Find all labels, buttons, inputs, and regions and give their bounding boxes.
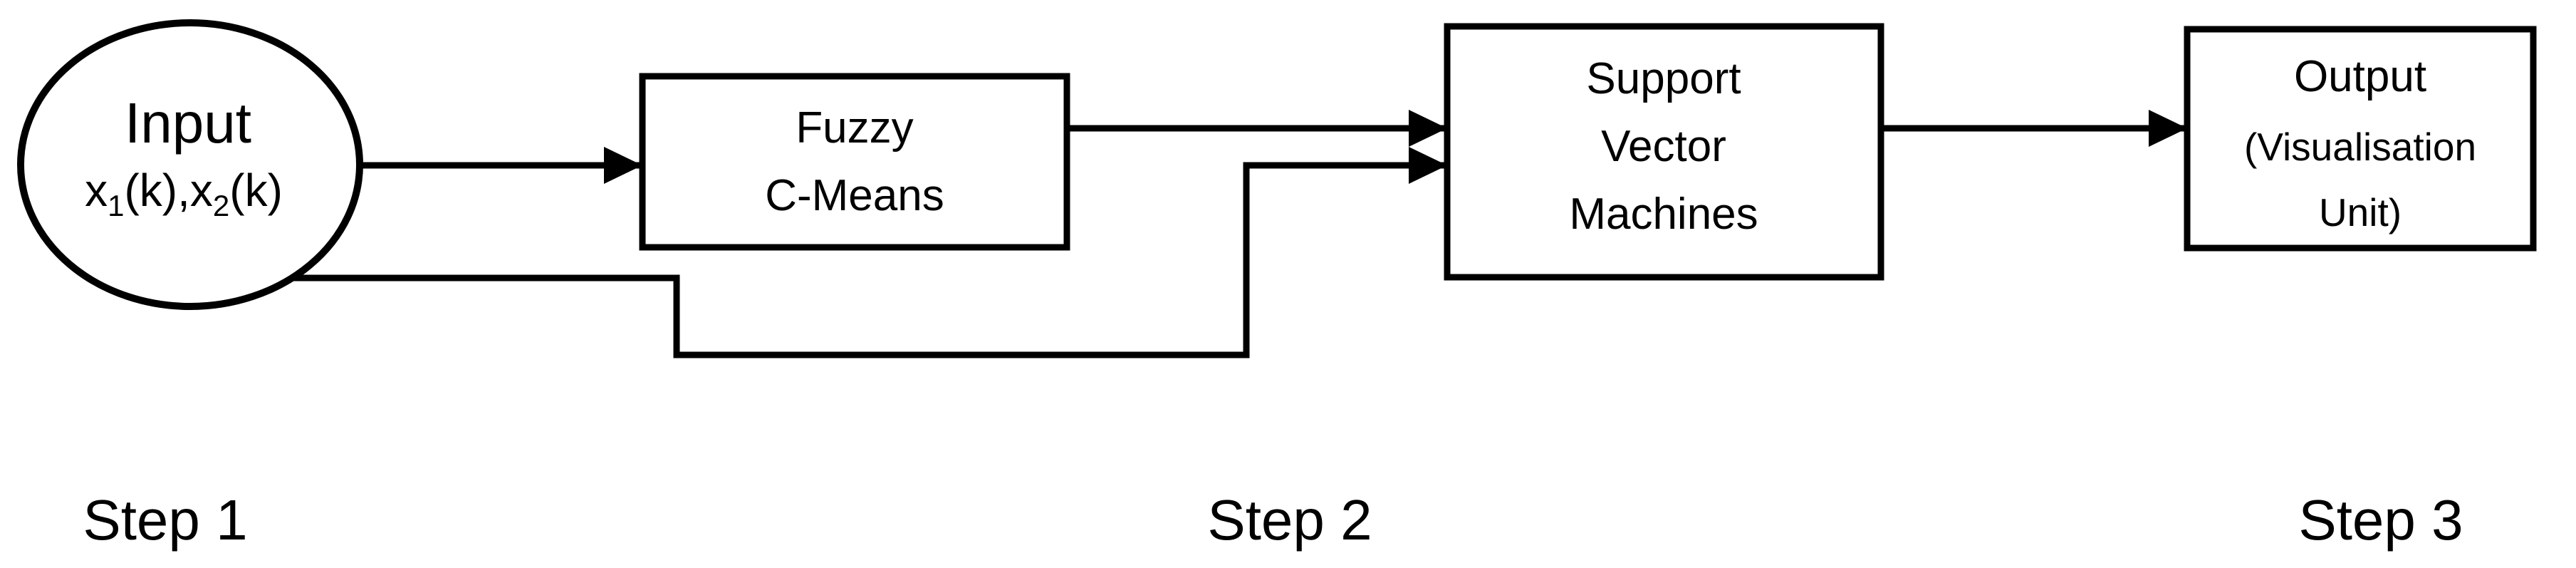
input-node-signal: x1(k),x2(k)	[85, 165, 283, 222]
signal-part: x	[85, 165, 108, 216]
signal-subscript: 1	[108, 189, 124, 222]
input-node-title: Input	[125, 91, 251, 155]
output-line-1: Output	[2294, 52, 2426, 101]
step-2-label: Step 2	[1207, 488, 1372, 552]
step-3-label: Step 3	[2298, 488, 2463, 552]
output-node	[2184, 26, 2537, 252]
input-node	[17, 19, 363, 310]
signal-part: (k),x	[124, 165, 212, 216]
svm-line-1: Support	[1586, 54, 1741, 103]
svm-line-2: Vector	[1601, 122, 1726, 171]
signal-part: (k)	[229, 165, 283, 216]
fuzzy-c-means-line-1: Fuzzy	[796, 103, 913, 153]
output-line-2: (Visualisation	[2244, 125, 2476, 169]
fuzzy-c-means-node	[639, 73, 1070, 251]
svm-line-3: Machines	[1569, 190, 1758, 239]
signal-subscript: 2	[213, 189, 229, 222]
edge-input-to-svm-elbow-arrow	[293, 147, 1447, 358]
svm-node	[1444, 23, 1884, 281]
step-1-label: Step 1	[83, 488, 247, 552]
fuzzy-c-means-line-2: C-Means	[765, 171, 944, 220]
output-line-3: Unit)	[2319, 190, 2402, 234]
